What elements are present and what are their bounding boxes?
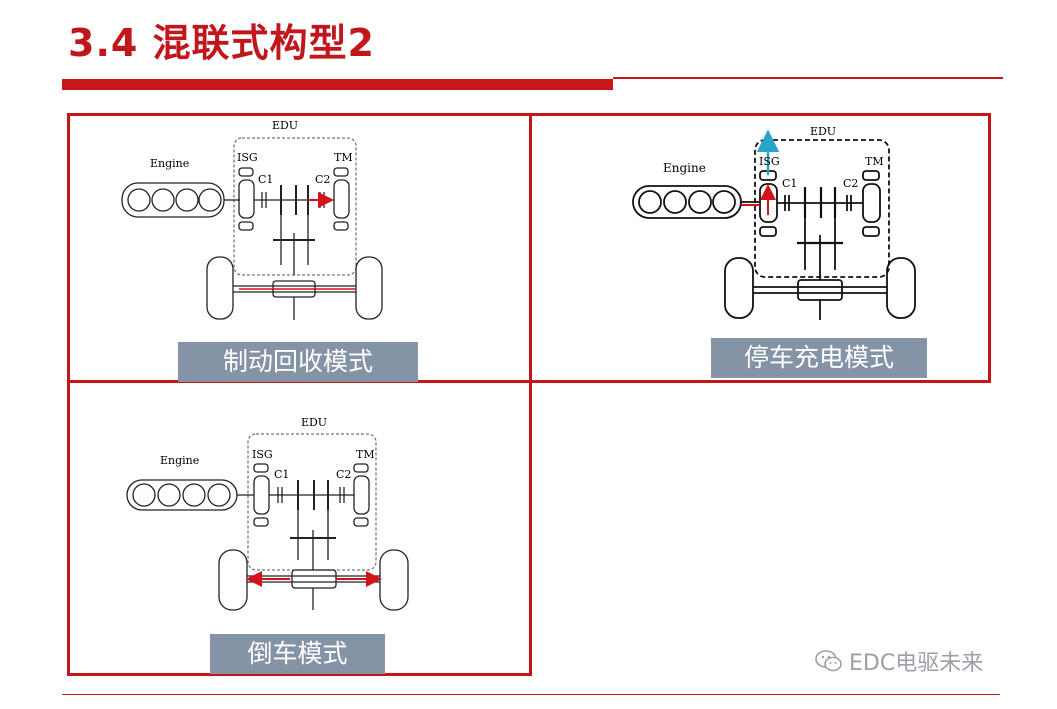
edu-label: EDU <box>272 119 298 132</box>
engine-label: Engine <box>150 157 189 170</box>
footer-line <box>62 694 1000 695</box>
isg-label: ISG <box>252 448 273 461</box>
isg-label: ISG <box>759 155 780 168</box>
mode-label-reverse: 倒车模式 <box>210 634 385 674</box>
mode-label-regen: 制动回收模式 <box>178 342 418 382</box>
wechat-icon <box>815 650 842 672</box>
edu-box <box>233 137 357 276</box>
watermark-text: EDC电驱未来 <box>849 651 984 676</box>
edu-label: EDU <box>301 416 327 429</box>
engine-label: Engine <box>663 161 706 175</box>
title-underline-thin <box>613 77 1003 79</box>
powertrain-diagram-charge: EDU Engine ISG TM C1 C2 <box>632 125 916 320</box>
edu-label: EDU <box>810 125 836 138</box>
edu-box <box>754 139 890 278</box>
engine-label: Engine <box>160 454 199 467</box>
watermark: EDC电驱未来 <box>815 645 983 677</box>
title-underline-bar <box>62 79 613 90</box>
tm-label: TM <box>334 151 353 164</box>
tm-label: TM <box>865 155 884 168</box>
panel-frame-charge <box>529 113 991 383</box>
c2-label: C2 <box>843 177 858 190</box>
c2-label: C2 <box>315 173 330 186</box>
mode-label-charge: 停车充电模式 <box>711 338 927 378</box>
slide-title: 3.4 混联式构型2 <box>68 21 375 65</box>
c1-label: C1 <box>258 173 273 186</box>
c2-label: C2 <box>336 468 351 481</box>
tm-label: TM <box>356 448 375 461</box>
isg-label: ISG <box>237 151 258 164</box>
powertrain-diagram-regen: EDU Engine ISG TM C1 C2 <box>121 119 383 320</box>
powertrain-diagram-reverse: EDU Engine ISG TM C1 C2 <box>126 416 409 611</box>
c1-label: C1 <box>782 177 797 190</box>
c1-label: C1 <box>274 468 289 481</box>
